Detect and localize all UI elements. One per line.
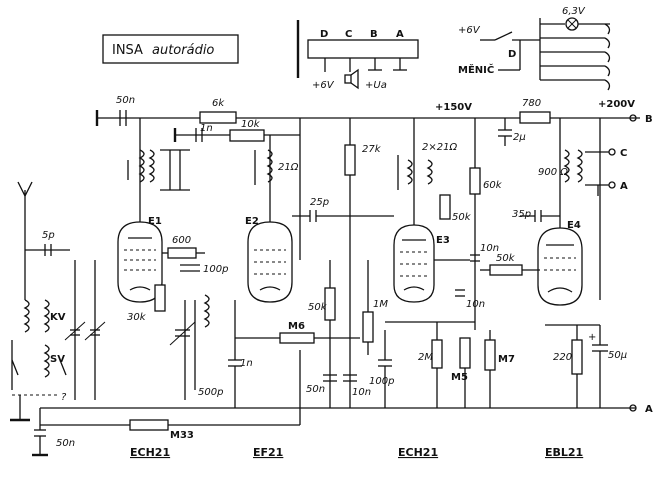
plus-sign: + <box>588 332 596 343</box>
c-50u-label: 50μ <box>608 350 627 361</box>
pin-d-label: D <box>320 29 328 40</box>
r-50k-e3-label: 50k <box>452 212 472 223</box>
c-100p-b-label: 100p <box>369 376 394 387</box>
node-a-bottom-label: A <box>645 404 653 415</box>
c-10n-e3-label: 10n <box>480 243 499 254</box>
r-m6-label: M6 <box>288 321 305 332</box>
r-30k-label: 30k <box>127 312 147 323</box>
tube-type-e4: EBL21 <box>545 446 583 459</box>
tube-e2-label: E2 <box>245 216 259 227</box>
c-50n-bottom-left-label: 50n <box>56 438 75 449</box>
lamp-label: 6,3V <box>562 6 586 17</box>
c-500p-label: 500p <box>198 387 223 398</box>
c-2u-label: 2μ <box>513 132 526 143</box>
rail-150v-label: +150V <box>435 102 472 113</box>
r-10k-label: 10k <box>241 119 261 130</box>
r-m5-label: M5 <box>451 372 468 383</box>
c-35p-label: 35p <box>512 209 531 220</box>
c-50n-top-label: 50n <box>116 95 135 106</box>
c-25p-label: 25p <box>310 197 329 208</box>
r-220-label: 220 <box>553 352 572 363</box>
conn-ua-label: +Ua <box>365 80 387 91</box>
node-a-label: A <box>620 181 628 192</box>
c-1n-mid-label: 1n <box>240 358 253 369</box>
c-10n-e3b-label: 10n <box>466 299 485 310</box>
title-brand: INSA <box>112 43 143 58</box>
tube-e2: E2 <box>245 216 293 303</box>
r-27k-label: 27k <box>362 144 382 155</box>
tube-e4-label: E4 <box>567 220 581 231</box>
kv-label: KV <box>50 312 66 323</box>
r-2m-label: 2M <box>418 352 433 363</box>
title-box <box>102 34 239 64</box>
tube-type-e2: EF21 <box>253 446 283 459</box>
c-10n-b-label: 10n <box>352 387 371 398</box>
tube-e3: E3 <box>393 224 450 303</box>
title-model: autorádio <box>152 43 214 58</box>
converter-label: MĚNIČ <box>458 63 494 76</box>
c-2x21-label: 2×21Ω <box>422 142 457 153</box>
r-600-label: 600 <box>172 235 191 246</box>
tube-e1: E1 <box>117 216 163 303</box>
switch-pin-d: D <box>508 49 516 60</box>
tube-type-e1: ECH21 <box>130 446 170 459</box>
tube-e3-label: E3 <box>436 235 450 246</box>
r-21-e2-label: 21Ω <box>278 162 299 173</box>
c-1n-top-label: 1n <box>200 123 213 134</box>
r-m33-label: M33 <box>170 430 194 441</box>
power-connector: D C B A +6V +Ua <box>296 20 419 91</box>
pin-a-label: A <box>396 29 404 40</box>
q-mark: ? <box>61 392 67 403</box>
sv-label: SV <box>50 354 65 365</box>
tube-e1-label: E1 <box>148 216 162 227</box>
r-900-label: 900 Ω <box>538 167 568 178</box>
pin-c-label: C <box>345 29 352 40</box>
r-50k-mid-label: 50k <box>308 302 328 313</box>
r-780-label: 780 <box>522 98 541 109</box>
r-6k-label: 6k <box>212 98 225 109</box>
node-b-label: B <box>645 114 653 125</box>
conn-6v-label: +6V <box>312 80 335 91</box>
r-m7-label: M7 <box>498 354 515 365</box>
c-5p-label: 5p <box>42 230 55 241</box>
r-60k-label: 60k <box>483 180 503 191</box>
c-100p-e1-label: 100p <box>203 264 228 275</box>
power-switch-block: +6V D MĚNIČ 6,3V <box>458 6 611 91</box>
node-c-label: C <box>620 148 627 159</box>
antenna <box>17 181 33 300</box>
r-50k-e4-label: 50k <box>496 253 516 264</box>
rail-200v-label: +200V <box>598 99 635 110</box>
tube-type-e3: ECH21 <box>398 446 438 459</box>
r-1m-label: 1M <box>373 299 388 310</box>
switch-6v-label: +6V <box>458 25 481 36</box>
c-50n-b1-label: 50n <box>306 384 325 395</box>
pin-b-label: B <box>370 29 378 40</box>
tube-e4: E4 <box>537 220 583 306</box>
